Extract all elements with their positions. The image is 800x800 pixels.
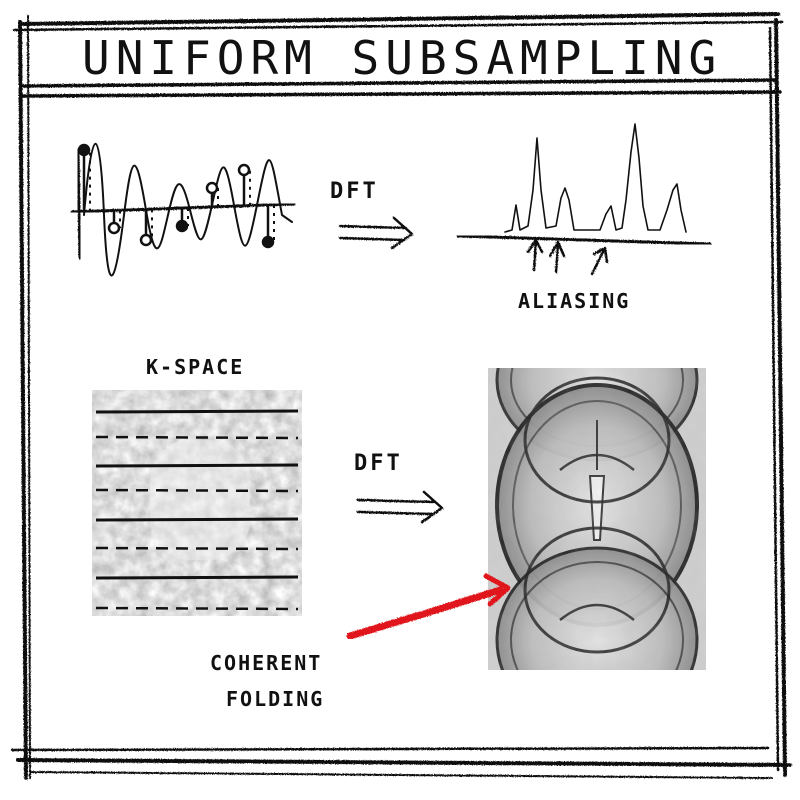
- aliasing-pointer-arrows: [526, 238, 609, 276]
- kspace-acquired-line: [95, 517, 299, 522]
- top-dft-label: DFT: [330, 179, 379, 204]
- value-axis: [76, 148, 82, 260]
- kspace-sampling-lines: [95, 409, 299, 611]
- outer-frame: [10, 12, 792, 780]
- folding-label: FOLDING: [226, 687, 324, 711]
- kspace-skipped-line: [95, 435, 299, 440]
- continuous-signal-curve: [83, 143, 293, 277]
- frequency-axis: [456, 234, 712, 246]
- sample-point-1: [77, 143, 91, 157]
- sample-point-3: [139, 233, 153, 247]
- spectrum-curve: [504, 123, 687, 233]
- sampled-signal-plot: [70, 143, 296, 277]
- kspace-panel: [92, 390, 302, 616]
- aliasing-label: ALIASING: [518, 289, 630, 313]
- kspace-skipped-line: [95, 488, 299, 493]
- bottom-dft-label: DFT: [354, 451, 403, 476]
- page-title: UNIFORM SUBSAMPLING: [82, 31, 722, 85]
- kspace-acquired-line: [95, 463, 299, 468]
- sample-stems: [77, 143, 275, 249]
- time-axis: [70, 202, 296, 214]
- spectrum-plot: [456, 123, 712, 246]
- kspace-skipped-line: [95, 546, 299, 551]
- sample-point-6: [237, 163, 251, 177]
- aliased-brain-image: [488, 368, 706, 670]
- kspace-label: K-SPACE: [146, 355, 244, 379]
- sample-point-5: [205, 181, 219, 195]
- sample-point-2: [107, 221, 121, 235]
- coherent-label: COHERENT: [210, 651, 322, 675]
- kspace-skipped-line: [95, 606, 299, 611]
- bottom-double-arrow: [356, 490, 444, 524]
- sample-point-4: [175, 219, 189, 233]
- sample-point-7: [261, 235, 275, 249]
- kspace-acquired-line: [95, 575, 299, 580]
- top-double-arrow: [338, 216, 414, 250]
- coherent-folding-arrow: [346, 573, 511, 640]
- kspace-acquired-line: [95, 409, 299, 414]
